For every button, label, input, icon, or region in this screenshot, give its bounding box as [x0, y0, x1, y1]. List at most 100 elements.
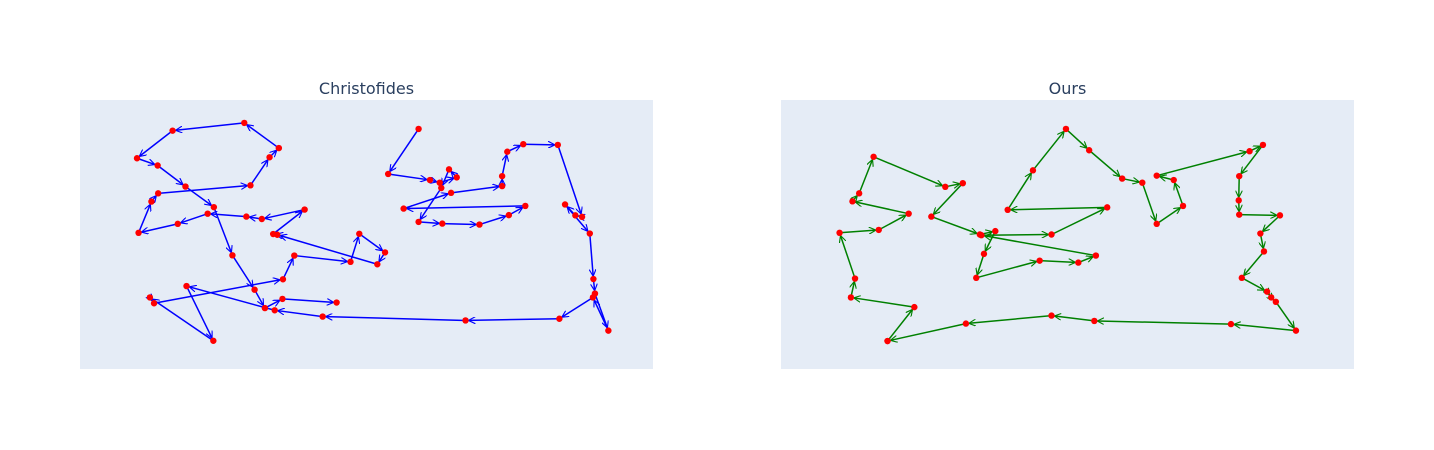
- tour-node: [589, 294, 597, 301]
- tour-edge: [272, 212, 302, 235]
- tour-edge: [557, 144, 581, 214]
- tour-edge: [839, 230, 876, 233]
- tour-node: [836, 229, 843, 237]
- tour-edge: [976, 261, 1036, 279]
- tour-node: [453, 174, 460, 181]
- tour-node: [1062, 125, 1070, 133]
- tour-edge: [294, 254, 347, 262]
- tour-edge: [969, 314, 1052, 324]
- tour-edge: [153, 280, 280, 304]
- tour-node: [261, 304, 269, 312]
- tour-node: [1235, 197, 1242, 204]
- tour-node: [849, 198, 856, 205]
- tour-edge: [479, 216, 505, 226]
- tour-node: [154, 162, 161, 169]
- tour-edge: [1239, 215, 1277, 216]
- tour-edge: [873, 156, 943, 186]
- tour-node: [605, 327, 612, 334]
- tour-node: [978, 232, 985, 239]
- tour-node: [415, 218, 422, 226]
- tour-edge: [981, 235, 1048, 236]
- tour-node: [1179, 202, 1187, 210]
- tour-node: [1036, 257, 1043, 264]
- tour-node: [1276, 212, 1284, 219]
- tour-node: [1238, 274, 1246, 282]
- tour-edge: [858, 160, 872, 194]
- tour-edge: [523, 144, 554, 145]
- tour-node: [169, 127, 176, 134]
- chart-title-christofides: Christofides: [319, 79, 414, 98]
- tour-edge: [1007, 173, 1032, 211]
- tour-node: [150, 300, 158, 307]
- tour-edge: [358, 233, 382, 251]
- tour-node: [347, 258, 354, 266]
- tour-nodes-christofides: [133, 119, 612, 344]
- tour-node: [438, 184, 445, 192]
- tour-node: [911, 303, 918, 311]
- tour-node: [243, 213, 250, 220]
- tour-node: [1268, 294, 1275, 301]
- tour-edge: [1175, 183, 1184, 207]
- tour-edge: [1032, 131, 1064, 171]
- tour-node: [1227, 320, 1235, 328]
- tour-edge: [1244, 250, 1265, 275]
- tour-edge: [280, 236, 378, 265]
- tour-edge: [1156, 152, 1247, 177]
- tour-edge: [1241, 277, 1264, 290]
- tour-edge: [278, 311, 323, 318]
- tour-node: [1259, 141, 1267, 149]
- tour-node: [135, 229, 142, 237]
- tour-node: [356, 230, 363, 237]
- tour-edge: [450, 187, 499, 194]
- tour-node: [520, 140, 527, 148]
- plot-area-christofides: [80, 100, 653, 369]
- tour-node: [333, 299, 340, 306]
- tour-edge: [934, 182, 964, 214]
- tour-edge: [1039, 261, 1075, 263]
- tour-edge: [418, 222, 440, 223]
- tour-edge: [1088, 149, 1120, 176]
- tour-node: [1236, 172, 1243, 180]
- tour-edge: [878, 215, 906, 231]
- tour-node: [204, 210, 211, 217]
- tour-node: [586, 230, 593, 237]
- tour-edge: [891, 322, 967, 341]
- tour-edge: [176, 122, 245, 130]
- tour-node: [1048, 312, 1055, 319]
- chart-title-ours: Ours: [1049, 79, 1087, 98]
- tour-node: [445, 166, 453, 173]
- tour-edge: [1141, 182, 1155, 221]
- tour-node: [959, 179, 967, 187]
- tour-node: [291, 252, 298, 259]
- tour-edge: [931, 215, 976, 234]
- tour-node: [1139, 179, 1146, 186]
- tour-edge: [841, 236, 856, 279]
- tour-node: [154, 190, 162, 197]
- tour-node: [1272, 298, 1280, 306]
- tour-edge: [469, 319, 560, 321]
- tour-node: [1153, 172, 1160, 179]
- tour-node: [1004, 206, 1011, 214]
- tour-node: [884, 337, 891, 345]
- tour-node: [905, 210, 912, 217]
- tour-node: [476, 221, 483, 228]
- tour-edge: [349, 237, 359, 263]
- tour-node: [590, 275, 597, 283]
- tour-node: [182, 183, 189, 190]
- tour-node: [279, 276, 287, 283]
- tour-node: [992, 227, 999, 235]
- tour-node: [439, 220, 446, 227]
- tour-node: [415, 125, 422, 133]
- tour-node: [374, 261, 381, 268]
- tour-nodes-ours: [836, 125, 1300, 345]
- tour-node: [554, 141, 562, 149]
- tour-node: [319, 313, 326, 320]
- tour-edges-ours: [839, 128, 1297, 341]
- tour-edge: [265, 208, 305, 219]
- tour-node: [146, 294, 154, 301]
- tour-node: [1085, 147, 1093, 154]
- tour-node: [1029, 167, 1037, 174]
- tour-node: [258, 215, 266, 223]
- tour-edge: [856, 202, 909, 215]
